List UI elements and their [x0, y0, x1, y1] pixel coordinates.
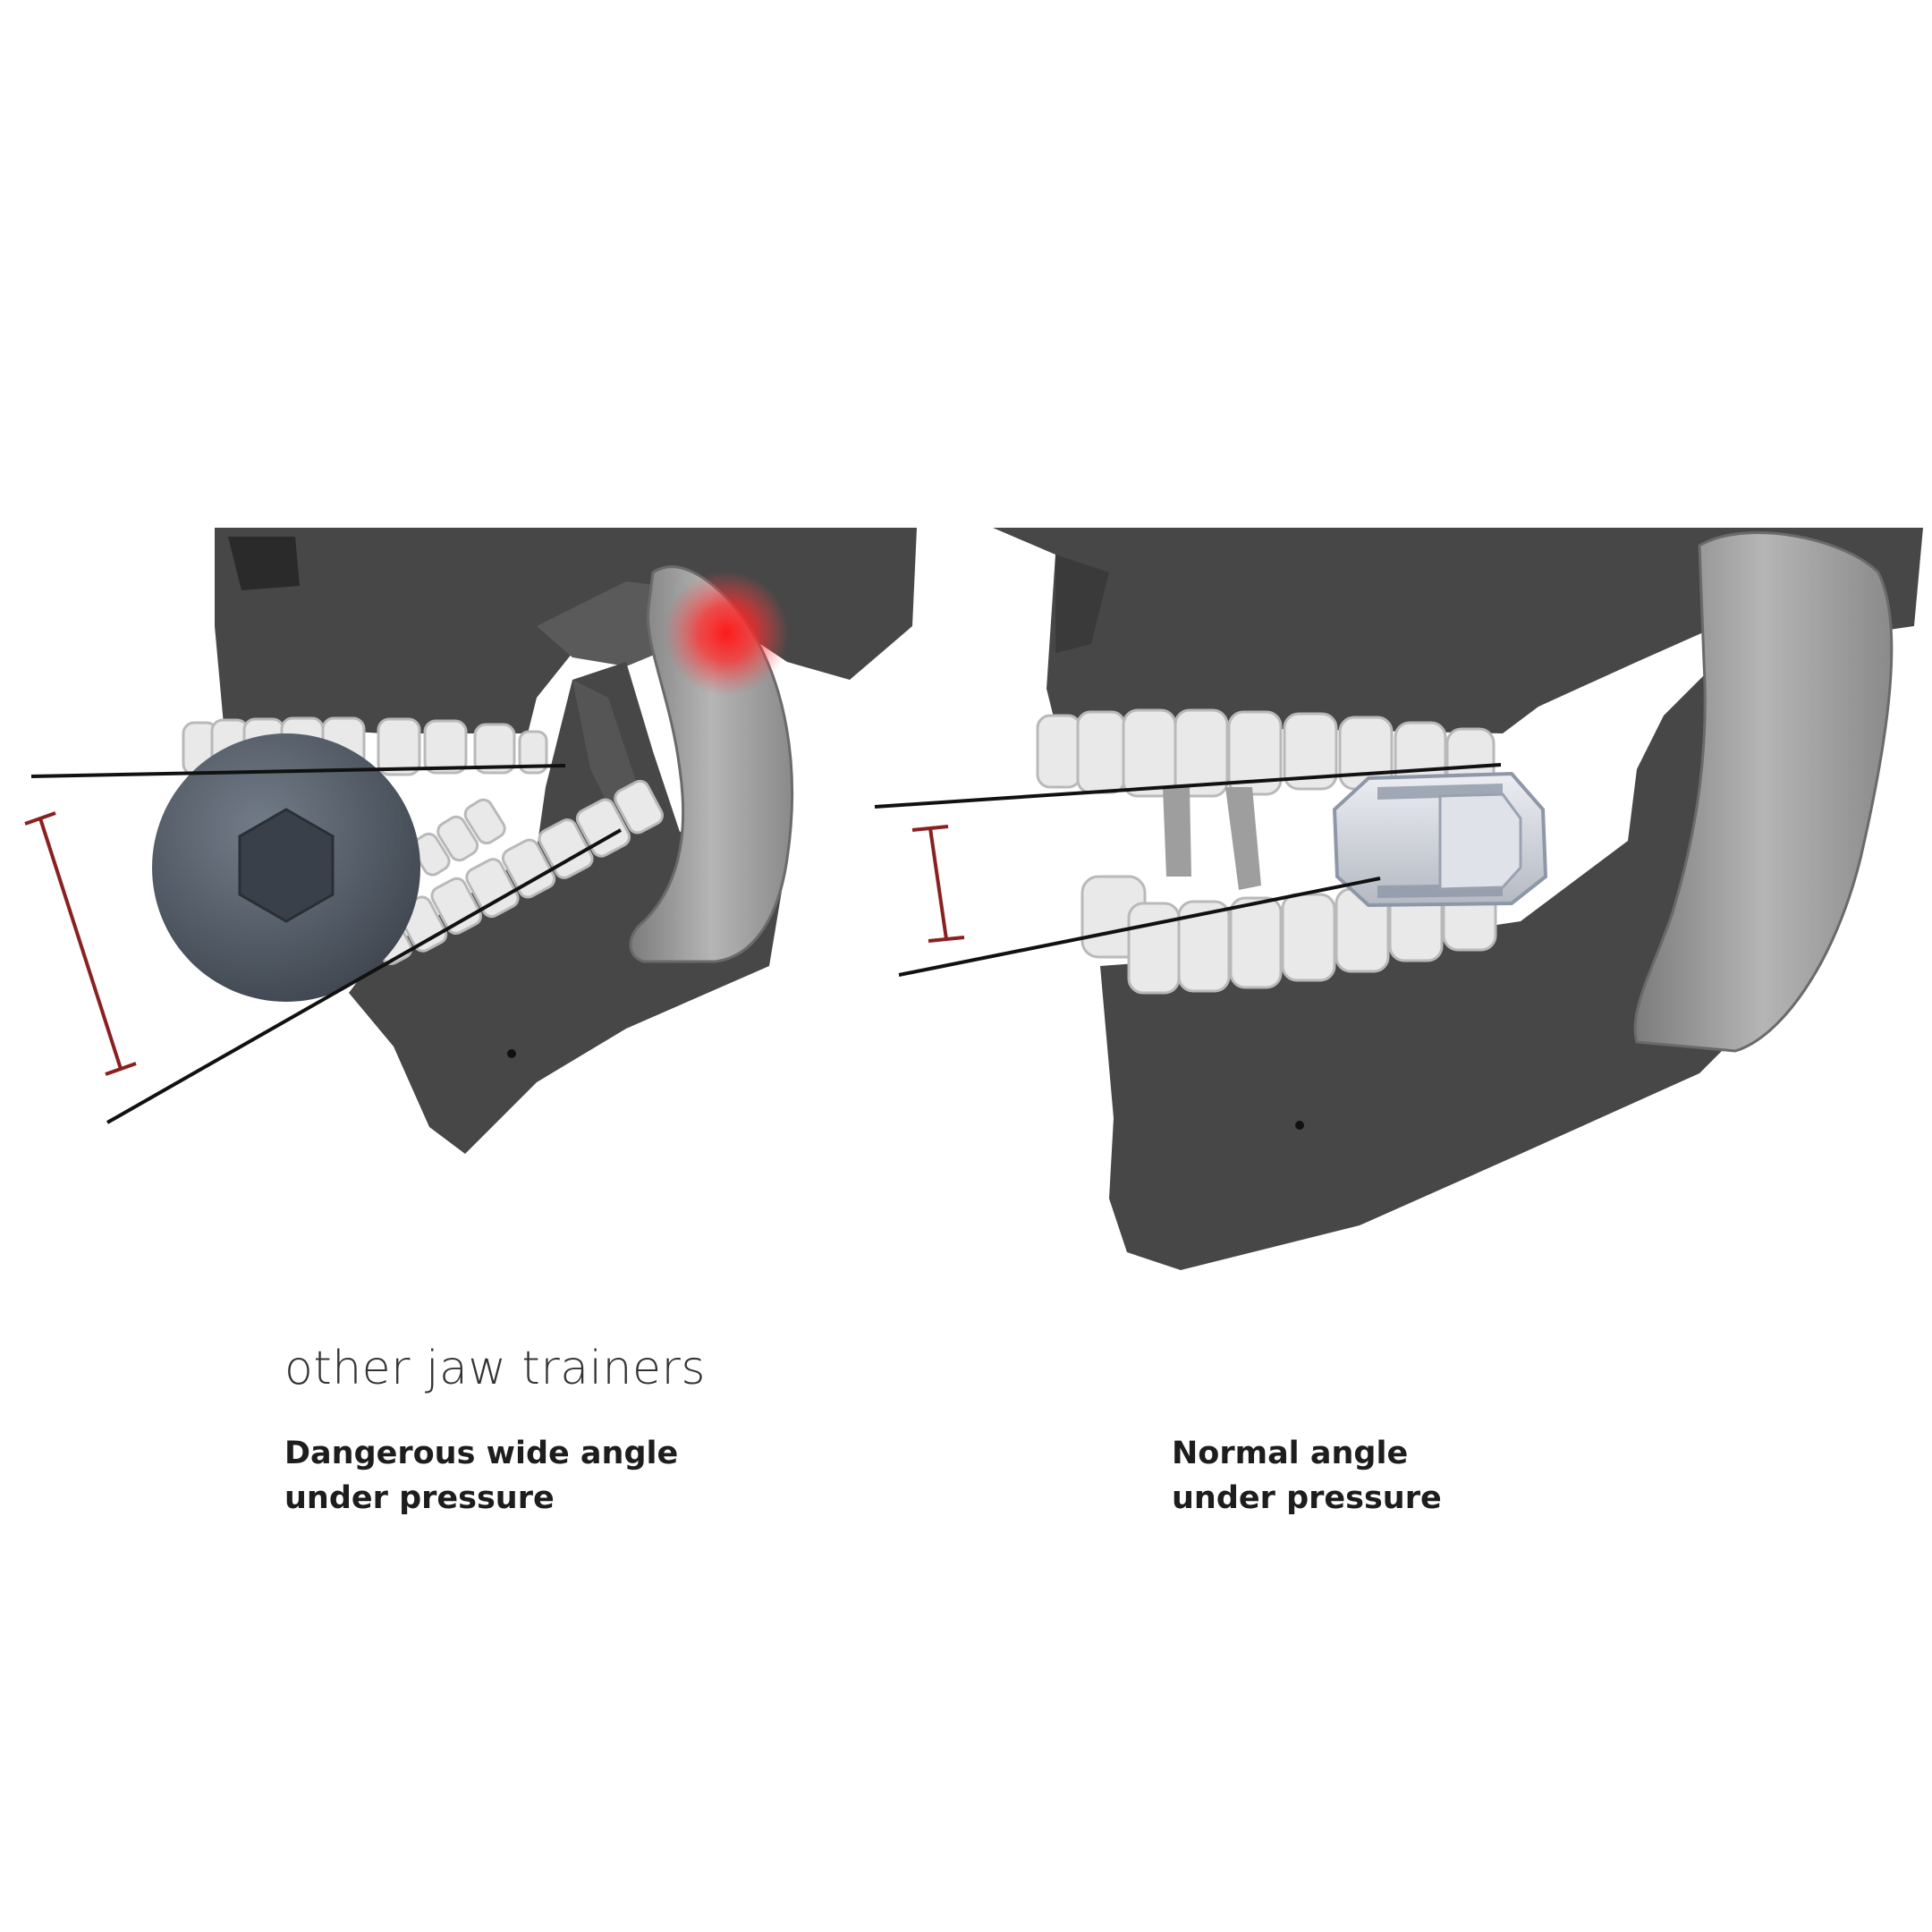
right-opening-measure: [911, 825, 965, 943]
left-caption-line1: Dangerous wide angle: [284, 1436, 679, 1471]
left-opening-measure: [24, 811, 137, 1076]
left-heading: other jaw trainers: [284, 1342, 706, 1395]
right-masseter-muscle: [1633, 531, 1894, 1053]
left-lower-teeth: [367, 779, 664, 965]
right-caption: Normal angle under pressure: [1172, 1431, 1442, 1521]
left-caption-line2: under pressure: [284, 1480, 555, 1516]
left-lower-angle-line: [106, 828, 622, 1124]
right-caption-line1: Normal angle: [1172, 1436, 1409, 1471]
right-caption-line2: under pressure: [1172, 1480, 1442, 1516]
right-mental-foramen: [1295, 1121, 1304, 1130]
right-mandible: [1100, 653, 1843, 1270]
right-upper-angle-line: [874, 763, 1502, 809]
right-skull: [993, 528, 1923, 1270]
ball-hex-socket: [238, 808, 335, 923]
left-upper-angle-line: [30, 764, 566, 778]
pain-point-glow: [664, 571, 789, 696]
left-mental-foramen: [507, 1049, 516, 1058]
right-upper-teeth: [1036, 708, 1496, 798]
left-mandible: [349, 662, 787, 1154]
right-upper-skull: [993, 528, 1923, 733]
right-jaw-struts: [1163, 787, 1261, 890]
ball-jaw-trainer: [152, 733, 420, 1002]
left-caption: Dangerous wide angle under pressure: [284, 1431, 678, 1521]
octagon-jaw-trainer: [1332, 771, 1548, 908]
left-orbit: [228, 537, 300, 590]
trainer-face: [1438, 792, 1522, 891]
right-nasal-shading: [1055, 555, 1109, 653]
right-lower-angle-line: [898, 877, 1381, 977]
